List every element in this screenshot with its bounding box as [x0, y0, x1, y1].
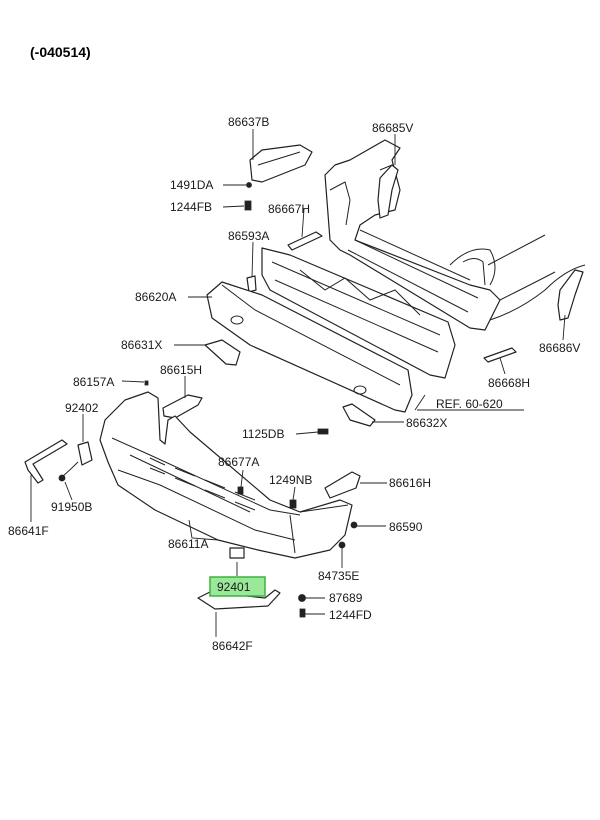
label-86686V[interactable]: 86686V	[539, 341, 580, 355]
moulding-86641F	[24, 439, 68, 484]
bracket-86686V	[557, 269, 584, 321]
screw-1244FD	[299, 608, 306, 618]
label-86590[interactable]: 86590	[389, 520, 423, 534]
label-92401[interactable]: 92401	[217, 580, 251, 594]
clip-86590	[350, 521, 358, 529]
bracket-86631X	[204, 339, 241, 366]
label-86593A[interactable]: 86593A	[228, 229, 269, 243]
label-86157A[interactable]: 86157A	[73, 375, 114, 389]
label-1491DA[interactable]: 1491DA	[170, 178, 213, 192]
label-1249NB[interactable]: 1249NB	[269, 473, 312, 487]
label-86611A[interactable]: 86611A	[168, 537, 208, 551]
model-code-header: (-040514)	[30, 44, 91, 60]
vehicle-body-reference	[324, 139, 586, 331]
label-86668H[interactable]: 86668H	[488, 376, 530, 390]
label-86641F[interactable]: 86641F	[8, 524, 49, 538]
label-1244FB[interactable]: 1244FB	[170, 200, 212, 214]
label-86631X[interactable]: 86631X	[121, 338, 162, 352]
label-86642F[interactable]: 86642F	[212, 639, 253, 653]
ref-label[interactable]: REF. 60-620	[436, 397, 503, 411]
label-86667H[interactable]: 86667H	[268, 202, 310, 216]
label-86637B[interactable]: 86637B	[228, 115, 269, 129]
clip-87689	[298, 594, 306, 602]
clip-84735E	[338, 541, 346, 549]
bolt-1244FB	[244, 200, 252, 211]
wiring-91950B	[61, 461, 79, 478]
leader-lines	[30, 129, 566, 637]
bumper-beam-86620A	[206, 281, 413, 413]
label-86632X[interactable]: 86632X	[406, 416, 447, 430]
bracket-86685V	[377, 164, 399, 219]
bracket-86616H	[324, 471, 361, 499]
rear-rail-reinforcement	[261, 247, 456, 379]
clip-1491DA	[246, 182, 252, 188]
bumper-cover-86611A	[99, 391, 353, 559]
reflex-reflector-92402	[77, 441, 93, 466]
label-86615H[interactable]: 86615H	[160, 363, 202, 377]
nut-1249NB	[289, 499, 297, 509]
label-87689[interactable]: 87689	[329, 591, 363, 605]
label-92402[interactable]: 92402	[65, 401, 99, 415]
label-1244FD[interactable]: 1244FD	[329, 608, 372, 622]
bracket-86637B	[249, 144, 313, 183]
reflex-reflector-92401	[229, 547, 245, 559]
clip-86677A	[237, 486, 244, 495]
strip-86668H	[483, 347, 517, 363]
label-1125DB[interactable]: 1125DB	[242, 427, 284, 441]
clip-86593A	[246, 275, 257, 293]
label-84735E[interactable]: 84735E	[318, 569, 359, 583]
label-86620A[interactable]: 86620A	[135, 290, 176, 304]
bolt-1125DB	[317, 428, 329, 435]
label-86616H[interactable]: 86616H	[389, 476, 431, 490]
bracket-86632X	[342, 403, 376, 427]
strip-86667H	[287, 231, 323, 251]
bracket-86615H	[162, 394, 203, 419]
pin-86157A	[144, 380, 149, 386]
highlight-box-92401	[209, 576, 266, 597]
label-91950B[interactable]: 91950B	[51, 500, 92, 514]
label-86677A[interactable]: 86677A	[218, 455, 259, 469]
label-86685V[interactable]: 86685V	[372, 121, 413, 135]
